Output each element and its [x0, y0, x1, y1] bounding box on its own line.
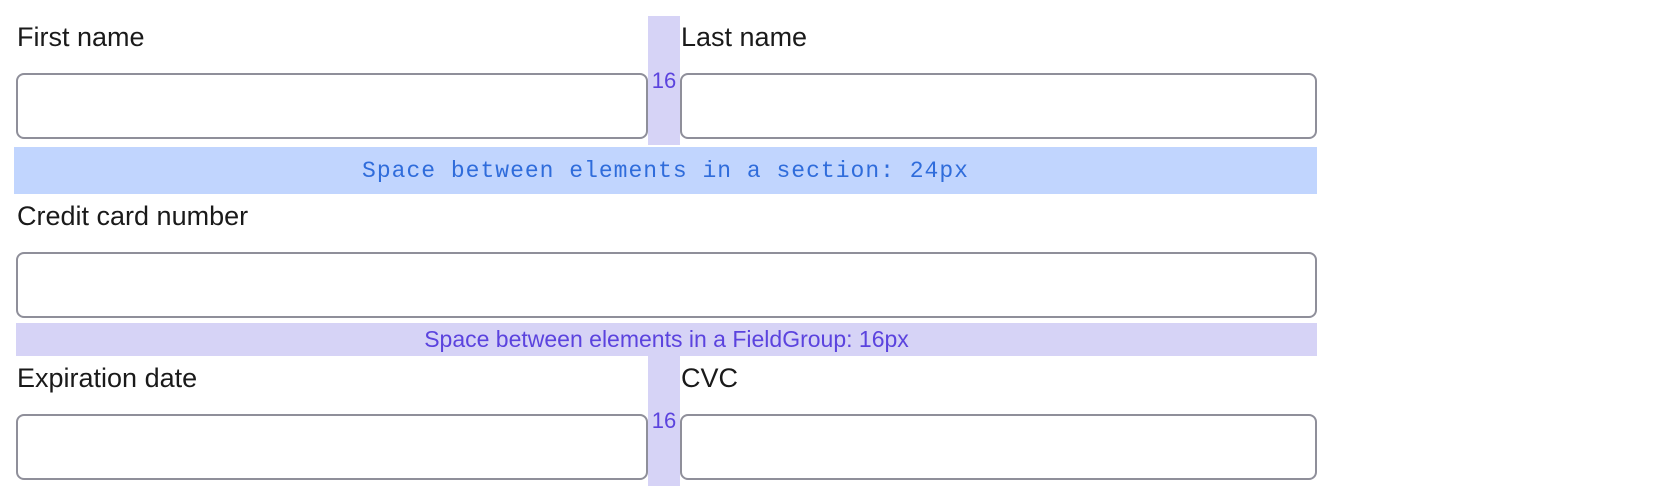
expiration-date-input[interactable]	[16, 414, 648, 480]
column-gap-indicator-top	[648, 16, 680, 145]
expiration-date-label: Expiration date	[17, 363, 198, 393]
section-spacing-annotation: Space between elements in a section: 24p…	[14, 147, 1317, 194]
last-name-input[interactable]	[680, 73, 1317, 139]
fieldgroup-spacing-annotation: Space between elements in a FieldGroup: …	[16, 323, 1317, 356]
credit-card-number-label: Credit card number	[17, 201, 249, 231]
first-name-input[interactable]	[16, 73, 648, 139]
column-gap-value-bottom: 16	[651, 408, 677, 433]
column-gap-indicator-bottom	[648, 356, 680, 486]
column-gap-value-top: 16	[651, 68, 677, 93]
cvc-input[interactable]	[680, 414, 1317, 480]
last-name-label: Last name	[681, 22, 808, 52]
first-name-label: First name	[17, 22, 145, 52]
credit-card-number-input[interactable]	[16, 252, 1317, 318]
cvc-label: CVC	[681, 363, 739, 393]
